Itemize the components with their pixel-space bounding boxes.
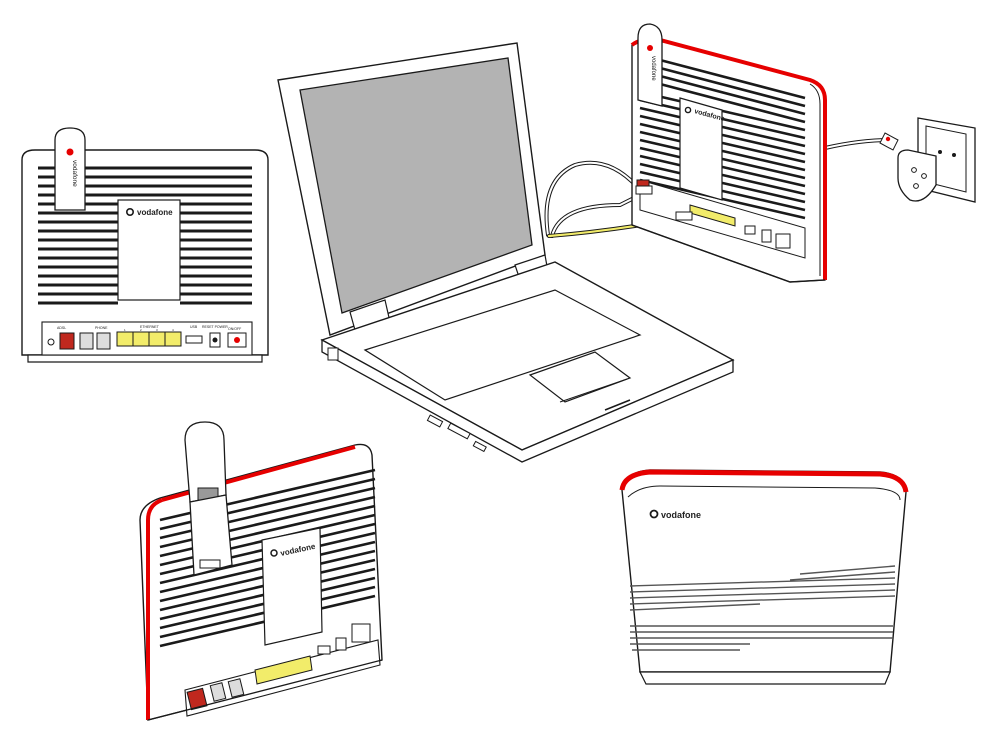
ethernet-port-number: 2 [140, 328, 142, 332]
router-front-view: vodafone [619, 469, 909, 685]
ethernet-port-number: 1 [124, 328, 126, 332]
laptop-side-port-3 [472, 440, 487, 453]
router-back-brand: vodafone [137, 208, 173, 217]
laptop-touchpad [528, 351, 632, 403]
router-angled-view: vodafone [139, 421, 383, 721]
front-grooves [629, 565, 896, 651]
ethernet-ports [254, 655, 313, 685]
adsl-port [59, 332, 75, 350]
power-jack [761, 229, 772, 243]
router-back-view: vodafone vodafone ADSL PHONE ETHERNET US… [21, 127, 269, 363]
vodafone-logo-icon [684, 106, 692, 114]
router-front-brand: vodafone [661, 510, 701, 520]
reset-hole-icon [47, 338, 55, 346]
product-label-panel [117, 199, 181, 301]
vodafone-logo-icon [649, 509, 659, 519]
usb-stick: vodafone [637, 23, 663, 107]
laptop-side-port-1 [426, 414, 444, 428]
usb-stick-logo-icon [66, 148, 74, 156]
wall-socket [879, 117, 976, 203]
usb-stick-label: vodafone [650, 56, 656, 81]
usb-stick-logo-icon [647, 45, 653, 51]
laptop-front-port [327, 347, 339, 361]
cable-plug-3 [879, 132, 899, 151]
ethernet-port-number: 3 [156, 328, 158, 332]
usb-slot-housing [189, 494, 233, 576]
usb-port [317, 645, 331, 655]
phone-port-2 [96, 332, 111, 350]
label-usb: USB [190, 325, 198, 329]
vent-grille-right [180, 166, 252, 305]
phone-port-2 [227, 678, 245, 698]
label-phone: PHONE [95, 326, 108, 330]
vodafone-logo-icon [270, 549, 278, 557]
power-jack [335, 637, 347, 651]
power-plug [897, 149, 937, 202]
cable-plug-2 [675, 211, 693, 221]
power-switch [351, 623, 371, 643]
label-ethernet: ETHERNET [140, 325, 160, 329]
laptop [277, 42, 735, 463]
adsl-port [186, 687, 208, 711]
usb-stick: vodafone [54, 127, 86, 211]
cable-plug-1 [635, 185, 653, 195]
laptop-side-port-2 [447, 422, 471, 440]
usb-port [185, 335, 203, 344]
usb-stick [184, 421, 233, 576]
product-label-panel [261, 527, 323, 646]
ethernet-port-number: 4 [172, 328, 174, 332]
laptop-screen [299, 57, 533, 314]
phone-port-1 [79, 332, 94, 350]
router-connected-view: vodafone vodafone [630, 23, 827, 283]
power-switch [775, 233, 791, 249]
usb-stick-label: vodafone [71, 160, 78, 187]
usb-port [744, 225, 756, 235]
router-front-base [639, 671, 891, 685]
label-adsl: ADSL [57, 326, 66, 330]
label-reset-power: RESET POWER [202, 325, 228, 329]
phone-port-1 [209, 682, 227, 702]
vodafone-logo-icon [126, 208, 135, 217]
label-on-off: ON/OFF [228, 327, 241, 331]
ethernet-ports [689, 204, 736, 227]
laptop-keyboard [363, 289, 642, 401]
product-label-panel [679, 97, 723, 201]
